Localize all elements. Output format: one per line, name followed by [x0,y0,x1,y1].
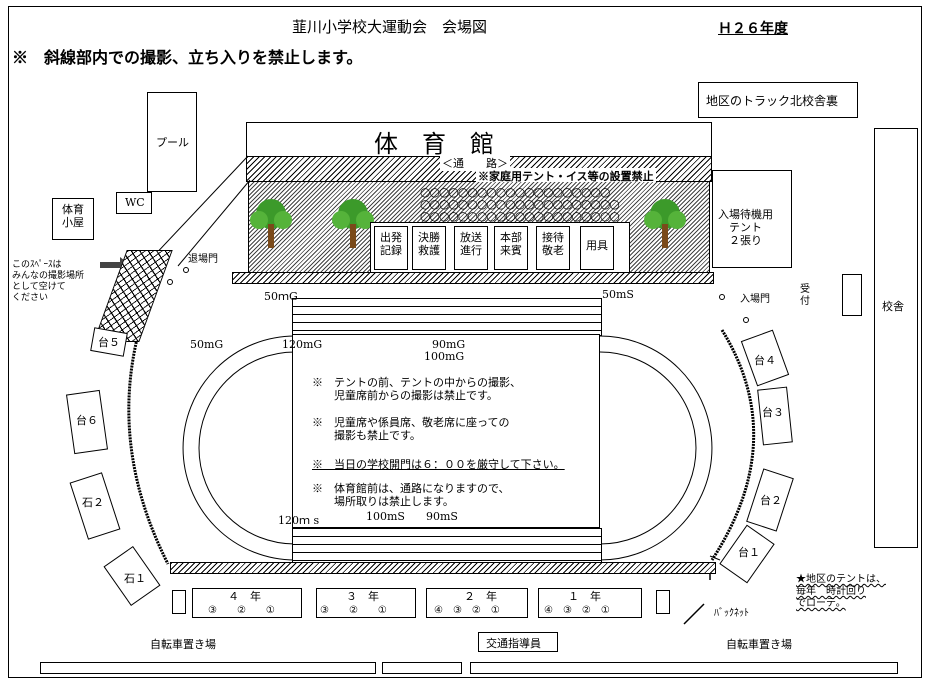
bottom-bar-right [470,662,898,674]
wc-label: WC [125,196,145,209]
gymnasium [246,122,712,156]
lanes-bottom [292,528,602,566]
tree-icon [644,199,686,248]
exit-gate-label: 退場門 [188,254,218,265]
rule-3: ※ 当日の学校開門は６：００を厳守して下さい。 [312,458,565,471]
grade4-label: ４ 年 [228,590,261,603]
fence-top [232,272,714,284]
tree-icon [332,199,374,248]
grade2-seats: ④ ③ ② ① [434,605,500,616]
school-building-label: 校舎 [882,300,904,313]
post-left [172,590,186,614]
stand-dai3-label: 台３ [762,406,784,419]
photo-area-note: このｽﾍﾟｰｽは みんなの撮影場所 として空けて ください [12,260,85,303]
tent-finish: 決勝 救護 [412,226,446,270]
stand-dai1-label: 台１ [738,546,760,559]
tent-equipment: 用具 [580,226,614,270]
mark-100mS: 100mS [366,510,405,523]
mark-50mG-top: 50ｍG [264,290,298,303]
mark-90mS: 90mS [426,510,458,523]
stand-dai5-label: 台５ [98,336,120,349]
district-tent-note: ★地区のテントは、 毎年 時計回り でローテ。 [796,574,886,609]
tent-reception: 接待 敬老 [536,226,570,270]
stand-dai4-label: 台４ [754,354,776,367]
post-right [656,590,670,614]
grade3-seats: ③ ② ① [320,605,387,616]
pool [147,92,197,192]
reception-label: 受 付 [800,284,810,307]
mark-50mG: 50mG [190,338,224,351]
mark-120mS: 120ｍ s [278,514,320,527]
storage-label: 体育 小屋 [62,203,84,229]
seats-grade1 [538,588,642,618]
aisle-label: ＜通 路＞ [440,155,510,171]
fence-bottom [170,562,716,574]
aisle-note: ※家庭用テント・イス等の設置禁止 [476,168,656,184]
tent-hq: 本部 来賓 [494,226,528,270]
reception-box [842,274,862,316]
stand-ishi1-label: 石１ [124,572,146,585]
tent-broadcast: 放送 進行 [454,226,488,270]
mark-120mG: 120mG [282,338,323,351]
pool-label: プール [156,136,189,149]
school-building [874,128,918,548]
entry-gate-label: 入場門 [740,294,770,305]
backnet-label: ﾊﾞｯｸﾈｯﾄ [714,608,749,619]
seats-grade3 [316,588,416,618]
infield-notice-board [292,334,600,528]
rule-1: ※ テントの前、テントの中からの撮影、 児童席前からの撮影は禁止です。 [312,376,521,402]
grade1-label: １ 年 [568,590,601,603]
grade4-seats: ③ ② ① [208,605,275,616]
lanes-top [292,298,602,336]
tent-start: 出発 記録 [374,226,408,270]
bottom-bar-left [40,662,376,674]
grade3-label: ３ 年 [346,590,379,603]
notice: ※ 斜線部内での撮影、立ち入りを禁止します。 [12,48,363,67]
track-north-label: 地区のトラック北校舎裏 [706,94,839,108]
year-label: Ｈ２６年度 [718,21,788,37]
mark-100mG: 100mG [424,350,465,363]
rule-4: ※ 体育館前は、通路になりますので、 場所取りは禁止します。 [312,482,510,508]
traffic-box [478,632,558,652]
gym-label: 体 育 館 [374,130,494,158]
stand-dai2-label: 台２ [760,494,782,507]
rule-2: ※ 児童席や係員席、敬老席に座っての 撮影も禁止です。 [312,416,510,442]
grade1-seats: ④ ③ ② ① [544,605,610,616]
storage-shed [52,198,94,240]
waiting-tent [712,170,792,268]
stand-dai6-label: 台６ [76,414,98,427]
grade2-label: ２ 年 [464,590,497,603]
elder-seat-circles: ○○○○○○○○○○○○○○○○○○○○○○○○○○○○○○○○○○○○○○○○… [420,185,620,223]
wc [116,192,152,214]
waiting-tent-label: 入場待機用 テント ２張り [718,208,773,247]
bike-parking-left: 自転車置き場 [150,638,216,651]
mark-50mS-top: 50mS [602,288,634,301]
page-title: 韮川小学校大運動会 会場図 [292,18,488,36]
bottom-bar-mid [382,662,462,674]
bike-parking-right: 自転車置き場 [726,638,792,651]
mark-90mG: 90mG [432,338,466,351]
stand-ishi2-label: 石２ [82,496,104,509]
tree-icon [250,199,292,248]
traffic-label: 交通指導員 [486,637,541,650]
seats-grade4 [192,588,302,618]
seats-grade2 [426,588,528,618]
map-frame [8,6,922,678]
